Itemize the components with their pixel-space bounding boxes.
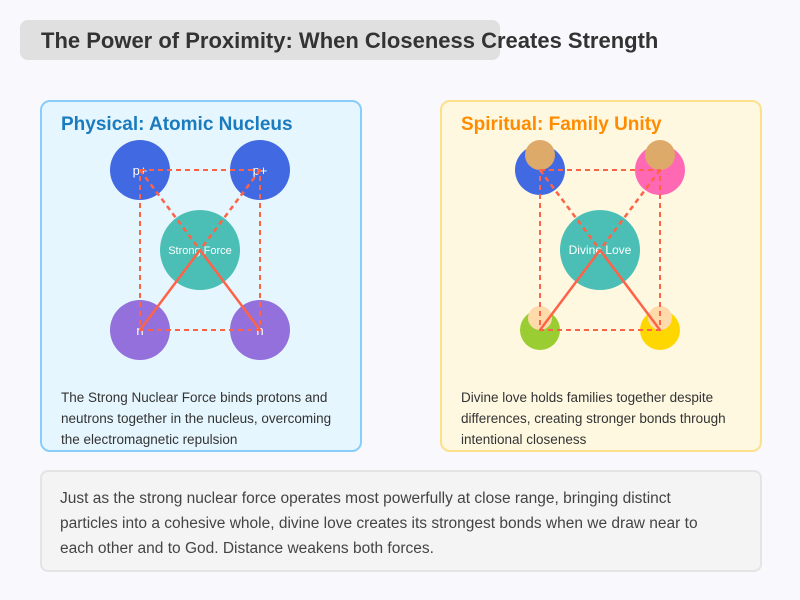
- physical-bonds: [139, 169, 261, 331]
- summary-text: Just as the strong nuclear force operate…: [60, 490, 698, 557]
- summary-box: Just as the strong nuclear force operate…: [40, 470, 762, 572]
- title-banner: The Power of Proximity: When Closeness C…: [20, 20, 658, 60]
- physical-description: The Strong Nuclear Force binds protons a…: [61, 390, 332, 447]
- spiritual-panel: Spiritual: Family Unity Divine love hold…: [440, 100, 762, 452]
- page-title: The Power of Proximity: When Closeness C…: [41, 28, 659, 53]
- spiritual-bonds: [539, 169, 661, 331]
- spiritual-description: Divine love holds families together desp…: [461, 390, 726, 447]
- physical-panel: Physical: Atomic Nucleus The Strong Nucl…: [40, 100, 362, 452]
- spiritual-heading: Spiritual: Family Unity: [461, 114, 662, 135]
- physical-heading: Physical: Atomic Nucleus: [61, 114, 293, 135]
